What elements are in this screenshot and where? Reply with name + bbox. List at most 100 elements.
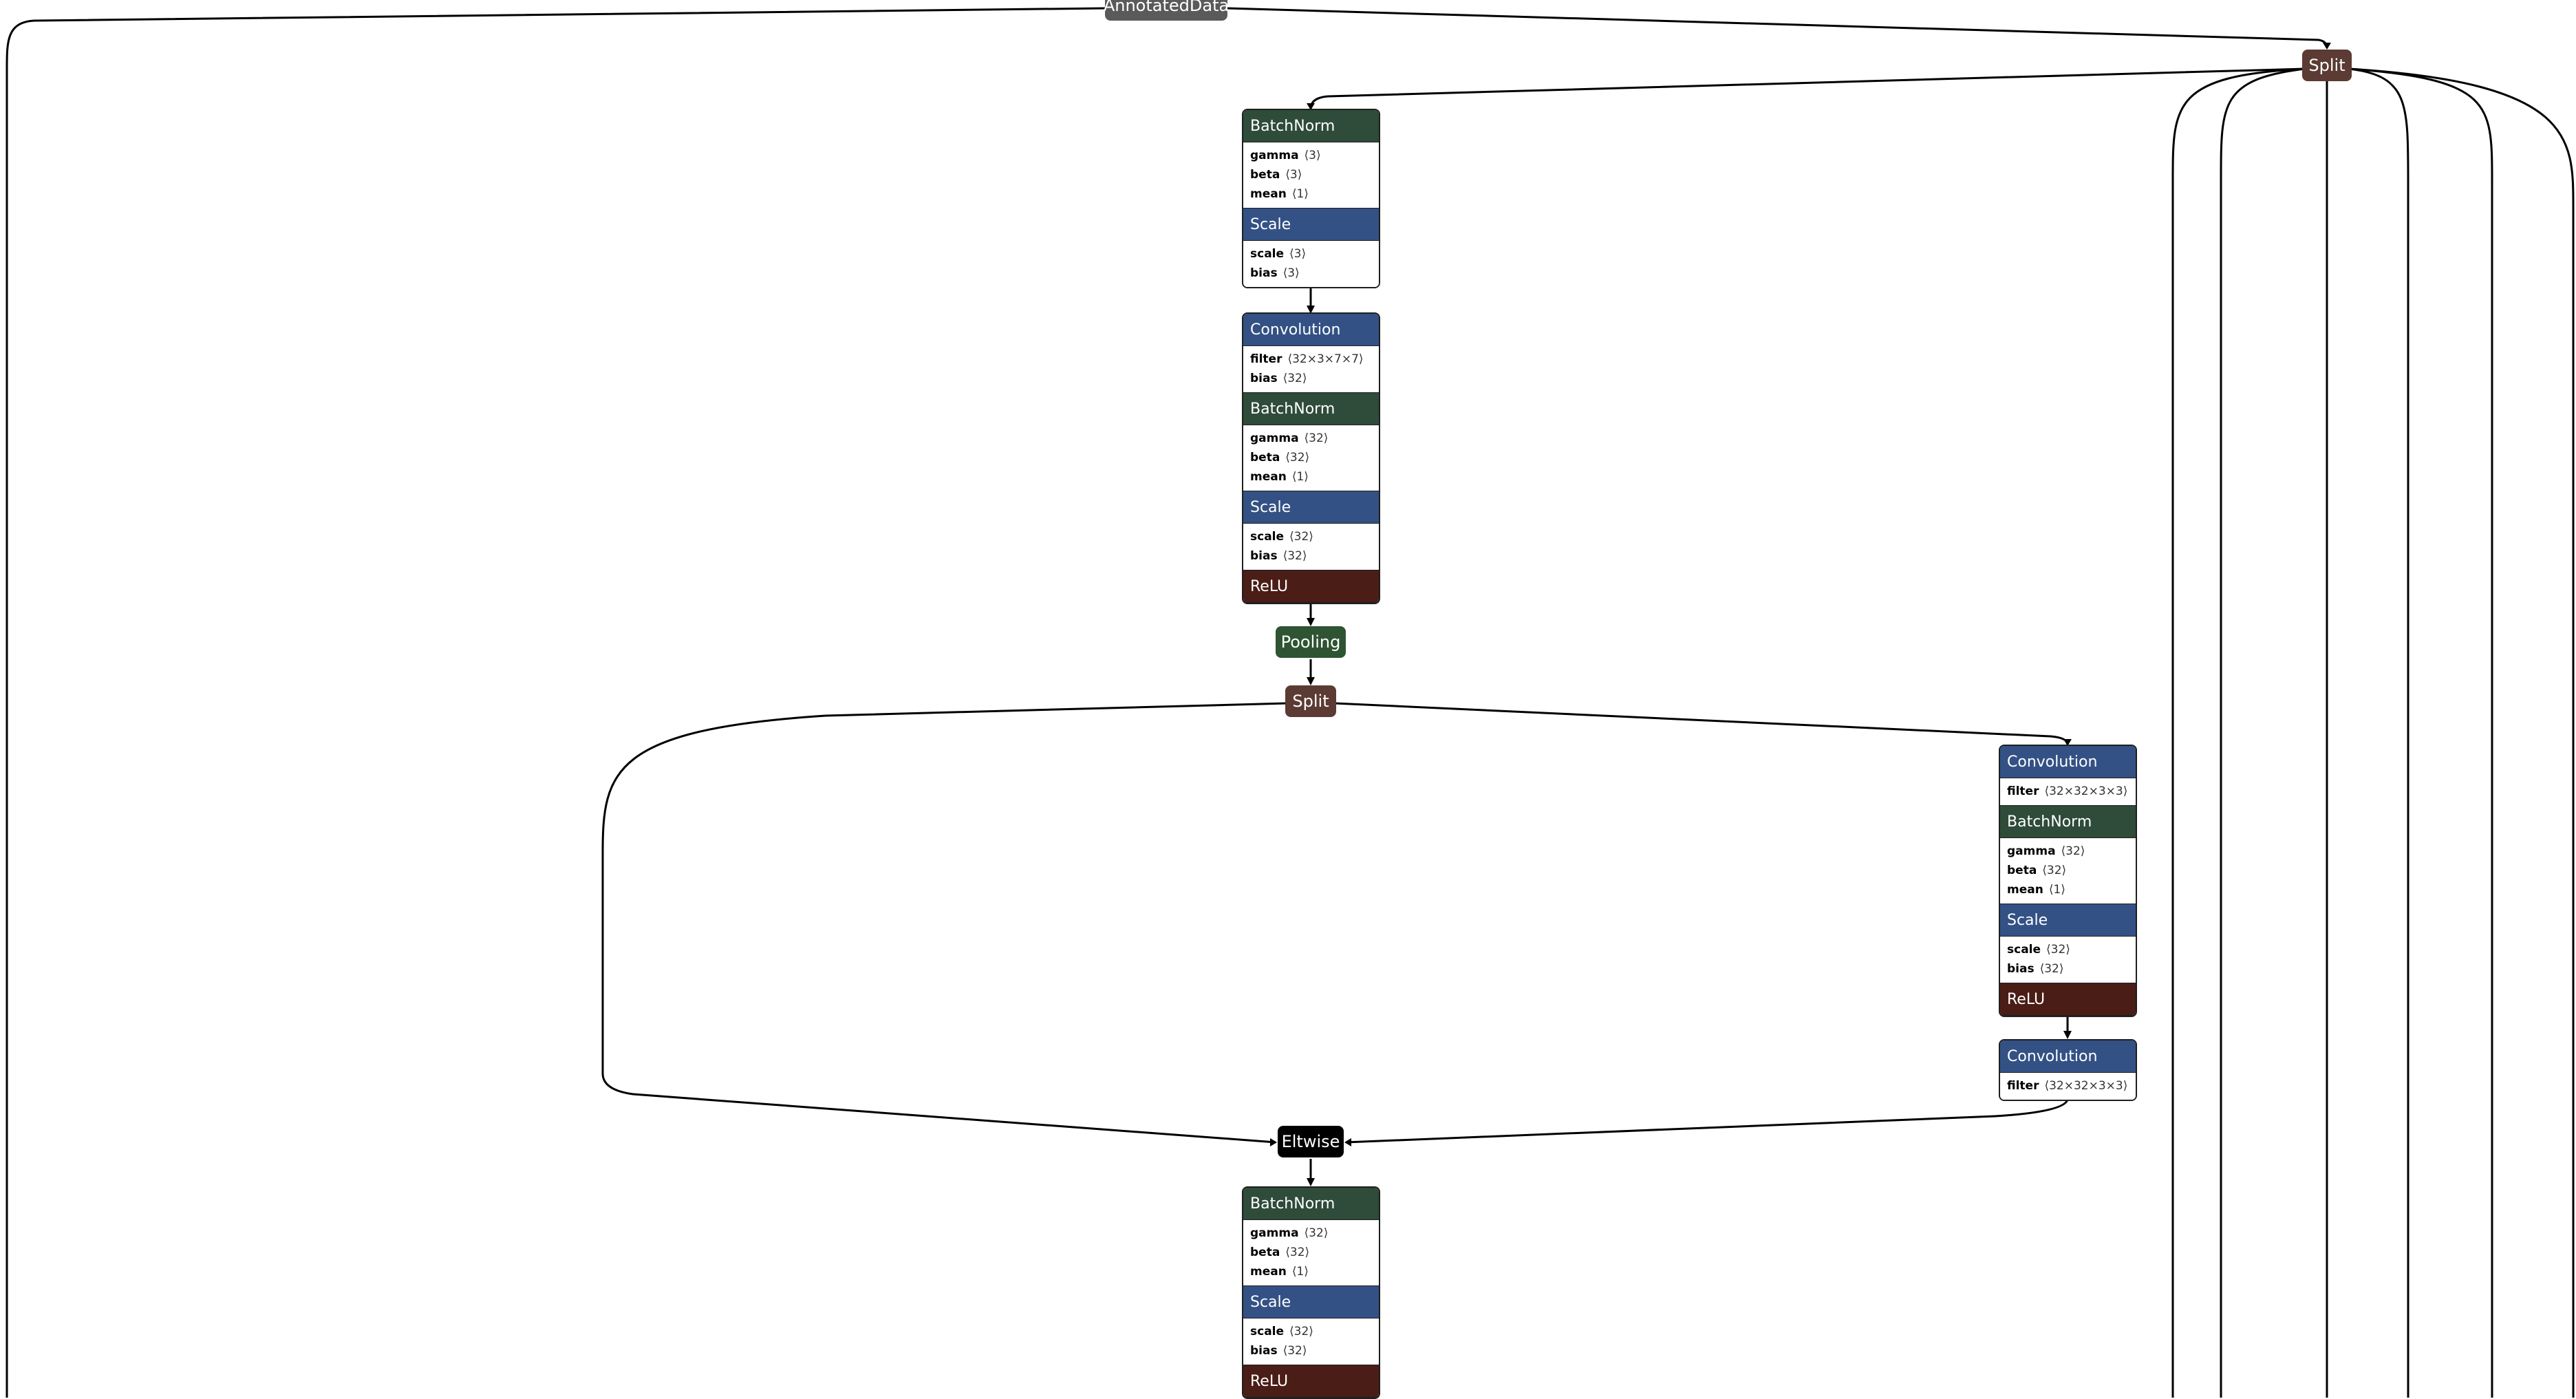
scale-header: Scale bbox=[1243, 1286, 1379, 1318]
arrowhead bbox=[2323, 43, 2331, 50]
attribute-name: gamma bbox=[1250, 149, 1299, 162]
attribute-shape: ⟨1⟩ bbox=[1291, 470, 1309, 484]
relu-header: ReLU bbox=[1243, 1365, 1379, 1398]
convolution-attributes: filter ⟨32×3×7×7⟩ bias ⟨32⟩ bbox=[1243, 346, 1379, 393]
attribute-name: mean bbox=[2007, 883, 2043, 897]
convolution-header: Convolution bbox=[2000, 1040, 2136, 1073]
attribute-name: scale bbox=[2007, 943, 2041, 957]
pooling-node[interactable]: Pooling bbox=[1276, 626, 1346, 658]
batchnorm-header: BatchNorm bbox=[1243, 1188, 1379, 1220]
attribute-name: beta bbox=[1250, 168, 1280, 182]
attribute-shape: ⟨1⟩ bbox=[1291, 1265, 1309, 1279]
arrowhead bbox=[1307, 677, 1315, 685]
attribute-name: scale bbox=[1250, 247, 1285, 261]
batchnorm-header: BatchNorm bbox=[1243, 393, 1379, 425]
attribute-row-mean: mean⟨1⟩ bbox=[2007, 880, 2136, 899]
attribute-name: filter bbox=[2007, 784, 2039, 798]
convolution-header: Convolution bbox=[1243, 314, 1379, 346]
attribute-shape: ⟨32⟩ bbox=[2046, 943, 2070, 957]
edge-split-top-branch-6 bbox=[2348, 67, 2575, 1398]
convolution-header: Convolution bbox=[2000, 746, 2136, 778]
attribute-name: mean bbox=[1250, 187, 1287, 201]
arrowhead bbox=[1270, 1138, 1277, 1146]
attribute-shape: ⟨32⟩ bbox=[1304, 431, 1329, 445]
scale-attributes: scale⟨32⟩bias⟨32⟩ bbox=[1243, 1318, 1379, 1365]
attribute-shape: ⟨32⟩ bbox=[1285, 451, 1310, 464]
batchnorm-attributes: gamma⟨32⟩beta⟨32⟩ mean ⟨1⟩ bbox=[1243, 1220, 1379, 1286]
batchnorm-attributes: gamma ⟨32⟩ beta ⟨32⟩ mean⟨1⟩ bbox=[1243, 425, 1379, 491]
attribute-row-bias: bias⟨32⟩ bbox=[1250, 546, 1379, 566]
attribute-name: scale bbox=[1250, 1325, 1285, 1338]
edge-split-top-branch-5 bbox=[2348, 67, 2493, 1398]
arrowhead bbox=[1344, 1138, 1351, 1146]
attribute-name: bias bbox=[1250, 372, 1278, 385]
split-node-mid[interactable]: Split bbox=[1285, 685, 1336, 717]
arrowhead bbox=[1307, 618, 1315, 626]
convolution-attributes: filter ⟨32×32×3×3⟩ bbox=[2000, 778, 2136, 806]
attribute-name: bias bbox=[1250, 1344, 1278, 1358]
attribute-shape: ⟨32⟩ bbox=[2042, 864, 2067, 877]
attribute-shape: ⟨32⟩ bbox=[2039, 962, 2064, 976]
attribute-row-beta: beta ⟨32⟩ bbox=[2007, 861, 2136, 880]
arrowhead bbox=[1307, 103, 1315, 110]
annotated-data-node[interactable]: AnnotatedData bbox=[1104, 0, 1229, 21]
edge-split-top-branch-2 bbox=[2220, 67, 2306, 1398]
attribute-shape: ⟨32⟩ bbox=[1282, 549, 1307, 563]
attribute-name: beta bbox=[1250, 451, 1280, 464]
attribute-row-mean: mean⟨1⟩ bbox=[1250, 467, 1379, 487]
attribute-shape: ⟨32⟩ bbox=[1304, 1226, 1329, 1240]
arrowhead bbox=[1307, 1178, 1315, 1186]
attribute-shape: ⟨32×3×7×7⟩ bbox=[1287, 352, 1364, 366]
scale-attributes: scale⟨3⟩bias⟨3⟩ bbox=[1243, 241, 1379, 287]
attribute-row-beta: beta⟨32⟩ bbox=[1250, 1243, 1379, 1262]
edge-annotated-data-to-split-top bbox=[1227, 7, 2328, 49]
attribute-row-gamma: gamma ⟨32⟩ bbox=[2007, 842, 2136, 861]
attribute-shape: ⟨3⟩ bbox=[1304, 149, 1321, 162]
edge-split-top-branch-1 bbox=[2171, 67, 2306, 1398]
scale-header: Scale bbox=[1243, 491, 1379, 524]
arrowhead bbox=[2063, 739, 2072, 746]
attribute-row-mean: mean ⟨1⟩ bbox=[1250, 184, 1379, 204]
attribute-name: scale bbox=[1250, 530, 1285, 544]
attribute-row-gamma: gamma ⟨32⟩ bbox=[1250, 429, 1379, 448]
split-node-top[interactable]: Split bbox=[2302, 50, 2352, 81]
attribute-shape: ⟨32×32×3×3⟩ bbox=[2044, 784, 2128, 798]
attribute-row-bias: bias⟨32⟩ bbox=[1250, 1341, 1379, 1360]
attribute-row-bias: bias⟨3⟩ bbox=[1250, 264, 1379, 283]
attribute-row-bias: bias⟨32⟩ bbox=[2007, 959, 2136, 979]
edge-split-top-branch-4 bbox=[2348, 67, 2409, 1398]
attribute-row-gamma: gamma⟨32⟩ bbox=[1250, 1224, 1379, 1243]
attribute-name: beta bbox=[2007, 864, 2037, 877]
batchnorm-header: BatchNorm bbox=[1243, 110, 1379, 142]
attribute-shape: ⟨32⟩ bbox=[1289, 530, 1313, 544]
attribute-shape: ⟨3⟩ bbox=[1285, 168, 1302, 182]
edge-split-mid-to-block3 bbox=[1334, 702, 2069, 745]
eltwise-node[interactable]: Eltwise bbox=[1278, 1126, 1344, 1157]
attribute-shape: ⟨32⟩ bbox=[2061, 844, 2085, 858]
attribute-name: gamma bbox=[2007, 844, 2056, 858]
relu-header: ReLU bbox=[1243, 570, 1379, 603]
attribute-row-scale: scale ⟨32⟩ bbox=[1250, 527, 1379, 546]
attribute-name: mean bbox=[1250, 1265, 1287, 1279]
edge-split-mid-to-eltwise-left bbox=[601, 702, 1287, 1144]
attribute-row-beta: beta ⟨32⟩ bbox=[1250, 448, 1379, 467]
edge-split-top-to-block1 bbox=[1309, 67, 2306, 109]
attribute-shape: ⟨32⟩ bbox=[1282, 372, 1307, 385]
attribute-shape: ⟨1⟩ bbox=[1291, 187, 1309, 201]
attribute-row-bias: bias ⟨32⟩ bbox=[1250, 369, 1379, 388]
batchnorm-attributes: gamma ⟨3⟩ beta ⟨3⟩ mean ⟨1⟩ bbox=[1243, 142, 1379, 209]
arrowhead bbox=[2063, 1031, 2072, 1039]
attribute-row-filter: filter⟨32×32×3×3⟩ bbox=[2007, 1076, 2136, 1096]
attribute-name: filter bbox=[1250, 352, 1282, 366]
convolution-node-branch[interactable]: Convolution filter⟨32×32×3×3⟩ bbox=[1999, 1039, 2137, 1101]
scale-attributes: scale⟨32⟩bias⟨32⟩ bbox=[2000, 937, 2136, 983]
attribute-row-scale: scale⟨3⟩ bbox=[1250, 244, 1379, 264]
attribute-name: gamma bbox=[1250, 431, 1299, 445]
attribute-row-scale: scale ⟨32⟩ bbox=[2007, 940, 2136, 959]
